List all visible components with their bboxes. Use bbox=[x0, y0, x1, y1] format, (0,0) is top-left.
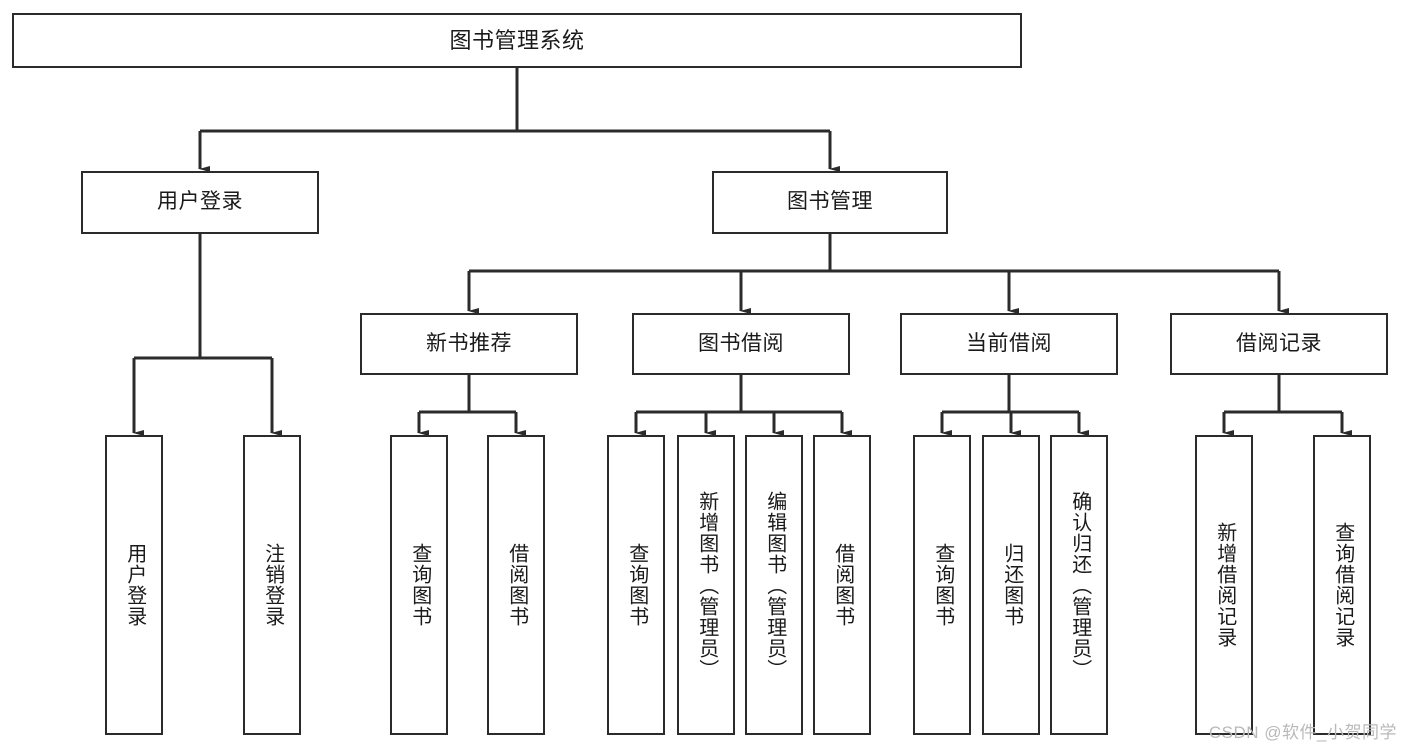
node-label-leaf-borrow-book-1: 借阅图书 bbox=[505, 543, 528, 627]
node-label-leaf-query-record: 查询借阅记录 bbox=[1331, 522, 1354, 648]
node-new-book-recommend[interactable]: 新书推荐 bbox=[360, 313, 578, 375]
node-label-leaf-confirm-return: 确认归还（管理员） bbox=[1068, 490, 1091, 680]
node-leaf-edit-book[interactable]: 编辑图书（管理员） bbox=[745, 435, 803, 735]
node-leaf-query-book-1[interactable]: 查询图书 bbox=[390, 435, 448, 735]
node-label-book-borrow: 图书借阅 bbox=[698, 331, 784, 355]
node-label-leaf-edit-book: 编辑图书（管理员） bbox=[763, 490, 786, 680]
node-label-leaf-user-logout: 注销登录 bbox=[261, 543, 284, 627]
node-leaf-query-book-2[interactable]: 查询图书 bbox=[607, 435, 665, 735]
node-leaf-user-login[interactable]: 用户登录 bbox=[105, 435, 163, 735]
node-borrow-record[interactable]: 借阅记录 bbox=[1170, 313, 1388, 375]
node-label-new-book-recommend: 新书推荐 bbox=[426, 331, 512, 355]
node-label-leaf-query-book-2: 查询图书 bbox=[625, 543, 648, 627]
node-label-user-login: 用户登录 bbox=[157, 190, 243, 214]
node-label-leaf-add-record: 新增借阅记录 bbox=[1213, 522, 1236, 648]
node-label-current-borrow: 当前借阅 bbox=[966, 331, 1052, 355]
node-label-root: 图书管理系统 bbox=[449, 27, 585, 53]
connector-group bbox=[132, 68, 1352, 436]
node-label-leaf-user-login: 用户登录 bbox=[123, 543, 146, 627]
node-leaf-add-record[interactable]: 新增借阅记录 bbox=[1195, 435, 1253, 735]
node-leaf-return-book[interactable]: 归还图书 bbox=[982, 435, 1040, 735]
node-leaf-add-book[interactable]: 新增图书（管理员） bbox=[677, 435, 735, 735]
node-leaf-confirm-return[interactable]: 确认归还（管理员） bbox=[1050, 435, 1108, 735]
node-leaf-borrow-book-2[interactable]: 借阅图书 bbox=[813, 435, 871, 735]
node-root[interactable]: 图书管理系统 bbox=[12, 13, 1022, 68]
node-label-leaf-return-book: 归还图书 bbox=[1000, 543, 1023, 627]
node-label-borrow-record: 借阅记录 bbox=[1236, 331, 1322, 355]
node-label-book-manage: 图书管理 bbox=[787, 190, 873, 214]
node-book-manage[interactable]: 图书管理 bbox=[712, 171, 948, 234]
node-leaf-borrow-book-1[interactable]: 借阅图书 bbox=[487, 435, 545, 735]
node-user-login[interactable]: 用户登录 bbox=[81, 171, 319, 234]
node-label-leaf-borrow-book-2: 借阅图书 bbox=[831, 543, 854, 627]
node-label-leaf-add-book: 新增图书（管理员） bbox=[695, 490, 718, 680]
node-leaf-query-book-3[interactable]: 查询图书 bbox=[913, 435, 971, 735]
node-label-leaf-query-book-3: 查询图书 bbox=[931, 543, 954, 627]
node-current-borrow[interactable]: 当前借阅 bbox=[900, 313, 1118, 375]
node-leaf-user-logout[interactable]: 注销登录 bbox=[243, 435, 301, 735]
node-leaf-query-record[interactable]: 查询借阅记录 bbox=[1313, 435, 1371, 735]
node-book-borrow[interactable]: 图书借阅 bbox=[632, 313, 850, 375]
node-label-leaf-query-book-1: 查询图书 bbox=[408, 543, 431, 627]
